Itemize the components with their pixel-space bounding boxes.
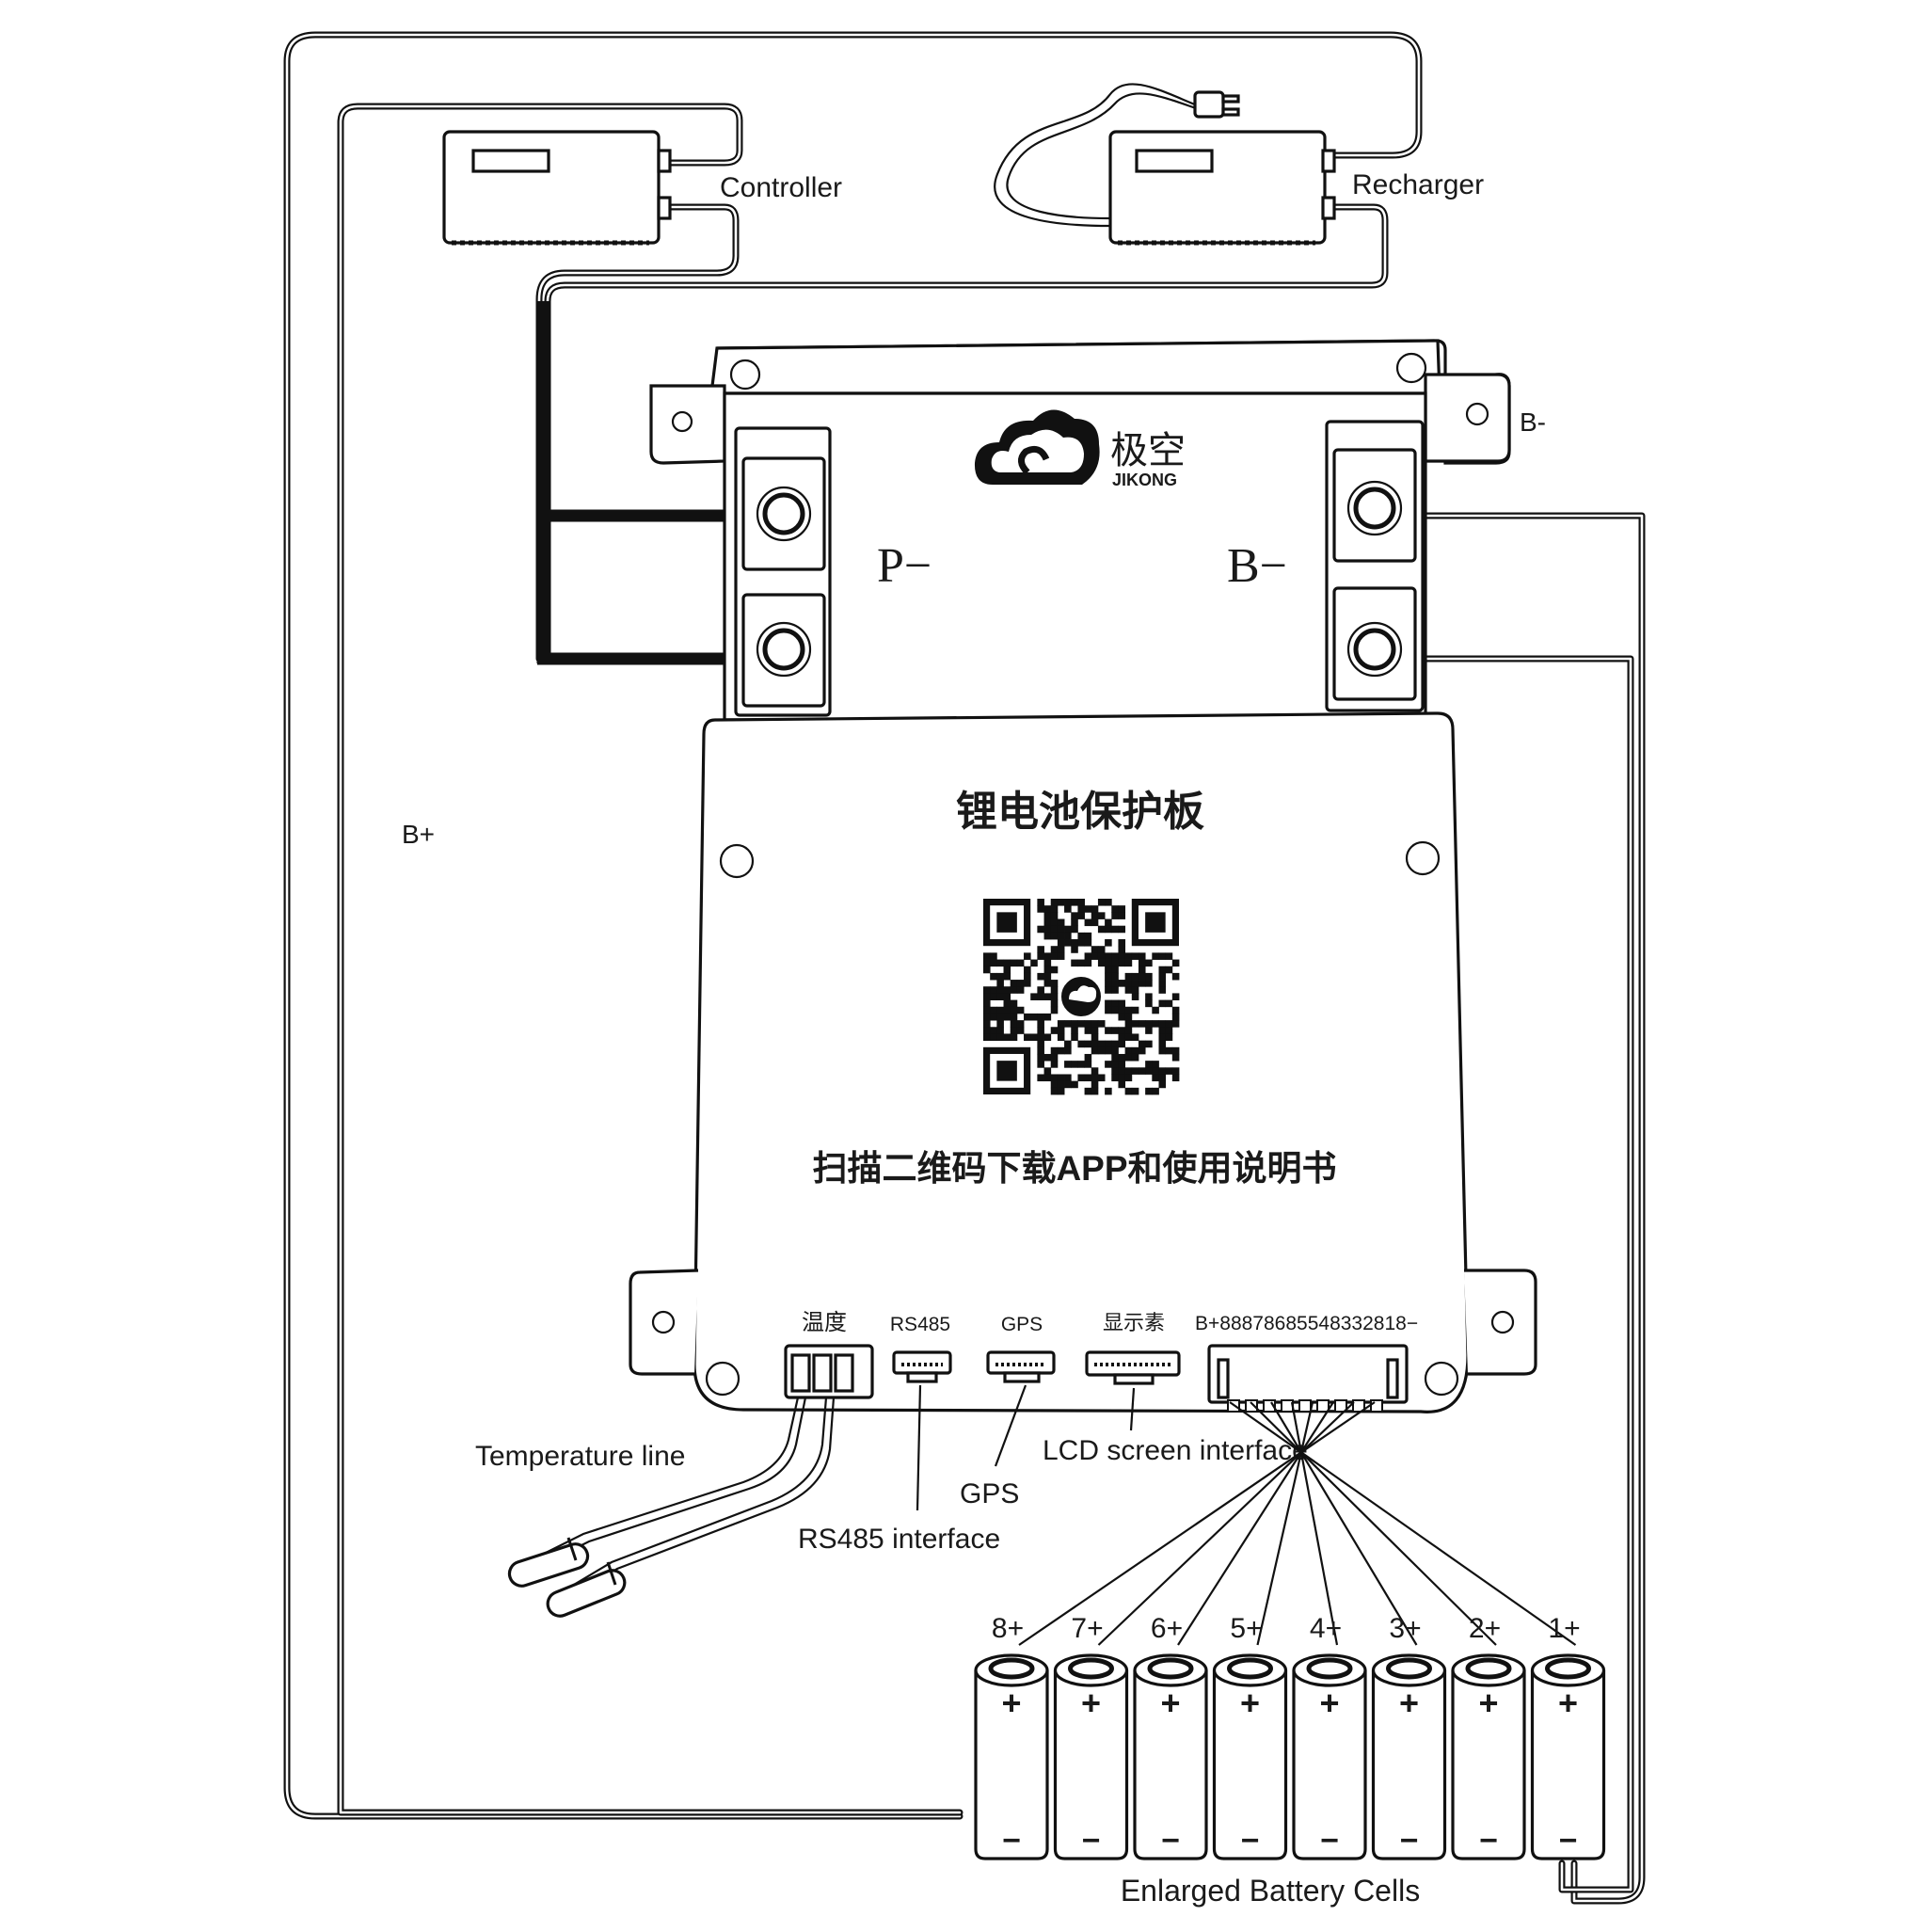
balance-leads [1018, 1401, 1577, 1646]
balance-pin [1298, 1399, 1312, 1413]
battery-cell: + − 5+ [1212, 1613, 1288, 1860]
balance-pin [1281, 1399, 1294, 1413]
p-minus-label: P− [877, 539, 932, 593]
cell-plus-sign: + [1001, 1684, 1021, 1722]
cell-plus-sign: + [1478, 1684, 1498, 1722]
rs485-connector [892, 1350, 952, 1383]
cell-minus-sign: − [1082, 1823, 1101, 1859]
qr-code [983, 899, 1180, 1095]
temperature-line-callout: Temperature line [475, 1441, 685, 1472]
temperature-probes [507, 1397, 836, 1618]
cell-minus-sign: − [1559, 1823, 1578, 1859]
balance-pin [1316, 1399, 1330, 1413]
rs485-interface-callout: RS485 interface [798, 1524, 1000, 1555]
cell-plus-sign: + [1081, 1684, 1101, 1722]
cell-label: 4+ [1310, 1613, 1342, 1644]
gps-connector [986, 1350, 1056, 1383]
cell-label: 3+ [1389, 1613, 1421, 1644]
cell-label: 2+ [1469, 1613, 1501, 1644]
cell-minus-sign: − [1002, 1823, 1021, 1859]
cell-label: 5+ [1230, 1613, 1262, 1644]
cell-label: 1+ [1548, 1613, 1580, 1644]
recharger-unit: Recharger [994, 83, 1484, 246]
cell-minus-sign: − [1479, 1823, 1498, 1859]
recharger-label: Recharger [1352, 169, 1484, 200]
balance-pin [1370, 1399, 1383, 1413]
jikong-cloud-logo: 极空 JIKONG [974, 409, 1186, 489]
cell-plus-sign: + [1558, 1684, 1578, 1722]
cell-plus-sign: + [1240, 1684, 1260, 1722]
battery-cell: + − 4+ [1292, 1613, 1367, 1860]
controller-label: Controller [720, 172, 842, 203]
cell-plus-sign: + [1160, 1684, 1180, 1722]
display-connector [1085, 1350, 1181, 1385]
qr-caption: 扫描二维码下载APP和使用说明书 [812, 1149, 1336, 1188]
gps-callout: GPS [960, 1478, 1019, 1509]
balance-pin [1352, 1399, 1365, 1413]
board-title: 锂电池保护板 [956, 789, 1204, 835]
callout-leaders [916, 1384, 1136, 1511]
balance-lead [1229, 1401, 1577, 1646]
balance-lead [1250, 1401, 1497, 1646]
cell-minus-sign: − [1161, 1823, 1180, 1859]
battery-cell: + − 3+ [1371, 1613, 1447, 1860]
cell-plus-sign: + [1319, 1684, 1339, 1722]
battery-cell: + − 2+ [1451, 1613, 1526, 1860]
cell-minus-sign: − [1400, 1823, 1419, 1859]
cell-plus-sign: + [1399, 1684, 1419, 1722]
p-minus-terminal-block: P− [734, 426, 932, 717]
battery-cells: + − 8+ + − 7+ + − 6+ + − 5+ + − 4+ + − 3+ + − 2+ + − 1+ [974, 1613, 1606, 1860]
b-minus-wire [1379, 512, 1646, 1905]
b-plus-inner-wire [337, 103, 964, 1816]
balance-pin [1245, 1399, 1258, 1413]
cell-minus-sign: − [1320, 1823, 1339, 1859]
brand-en: JIKONG [1112, 471, 1177, 489]
balance-lead [1097, 1401, 1355, 1646]
battery-cell: + − 6+ [1133, 1613, 1208, 1860]
gps-port-label: GPS [1001, 1314, 1043, 1335]
bms-board: B- 极空 JIKONG P− [629, 339, 1546, 1413]
balance-lead [1018, 1401, 1376, 1646]
battery-cell: + − 7+ [1053, 1613, 1129, 1860]
balance-port-label: B+88878685548332818− [1195, 1313, 1418, 1334]
b-plus-label: B+ [402, 820, 435, 849]
rs485-port-label: RS485 [890, 1314, 950, 1335]
cell-label: 8+ [992, 1613, 1024, 1644]
temp-connector [784, 1344, 874, 1399]
balance-lead [1270, 1401, 1418, 1646]
brand-cn: 极空 [1110, 430, 1186, 471]
balance-lead [1290, 1401, 1339, 1646]
battery-cell: + − 1+ [1530, 1613, 1606, 1860]
b-minus-label: B− [1227, 539, 1287, 593]
b-plus-outer-wire [283, 31, 1423, 1820]
balance-lead [1177, 1401, 1334, 1646]
temp-port-label: 温度 [802, 1310, 847, 1335]
display-port-label: 显示素 [1103, 1311, 1165, 1334]
balance-lead [1256, 1401, 1314, 1646]
cell-label: 6+ [1151, 1613, 1183, 1644]
cell-label: 7+ [1071, 1613, 1103, 1644]
controller-unit: Controller [442, 130, 842, 246]
battery-cells-caption: Enlarged Battery Cells [1121, 1874, 1420, 1908]
balance-pin [1334, 1399, 1347, 1413]
lcd-interface-callout: LCD screen interface [1043, 1435, 1308, 1466]
cell-minus-sign: − [1241, 1823, 1260, 1859]
b-minus-tab-label: B- [1520, 407, 1546, 437]
balance-connector [1207, 1344, 1409, 1413]
battery-cell: + − 8+ [974, 1613, 1049, 1860]
b-minus-terminal-block: B− [1227, 420, 1425, 712]
